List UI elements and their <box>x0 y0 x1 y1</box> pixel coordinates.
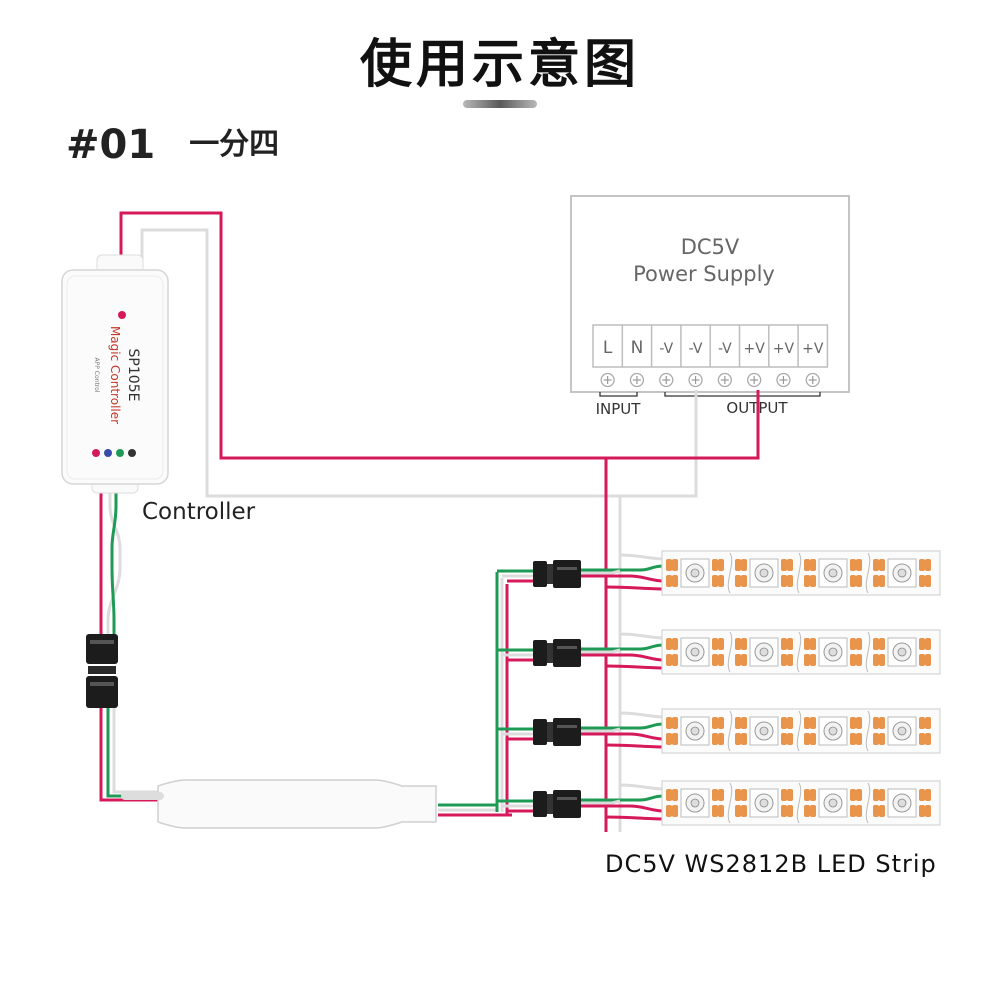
splitter <box>121 779 437 829</box>
led-chip <box>804 637 862 667</box>
terminal-screw <box>629 372 645 388</box>
led-chip <box>735 716 793 746</box>
controller-name: Magic Controller <box>108 326 122 424</box>
section-number: #01 <box>66 122 156 168</box>
terminal-screw <box>776 372 791 388</box>
jst-connector <box>533 639 581 667</box>
led-chip <box>666 637 724 667</box>
led-chip <box>873 558 931 588</box>
jst-connector <box>533 790 581 818</box>
terminal-screw <box>600 372 615 388</box>
led-strip <box>661 550 941 596</box>
led-chip <box>804 716 862 746</box>
led-strip <box>661 629 941 675</box>
page-title: 使用示意图 <box>359 35 640 95</box>
terminal-label: -V <box>659 341 673 357</box>
led-chip <box>666 558 724 588</box>
branch-group <box>497 550 941 826</box>
led-chip <box>735 558 793 588</box>
terminal-screw <box>747 372 762 388</box>
led-chip <box>873 637 931 667</box>
led-chip <box>666 716 724 746</box>
led-chip <box>873 716 931 746</box>
led-branch <box>497 629 941 675</box>
terminal-screw <box>717 372 732 388</box>
title-underline <box>463 100 537 108</box>
controller-device: SP105E Magic Controller APP Control <box>61 254 169 494</box>
section-name: 一分四 <box>189 127 280 162</box>
led-strip <box>661 708 941 754</box>
controller-model: SP105E <box>125 349 141 402</box>
led-chip <box>804 558 862 588</box>
terminal-screw <box>659 372 674 388</box>
terminal-label: +V <box>802 341 824 357</box>
led-chip <box>873 788 931 818</box>
inline-connector <box>86 634 118 708</box>
controller-small-text: APP Control <box>93 358 100 393</box>
terminal-label: -V <box>689 341 703 357</box>
terminal-screw <box>805 372 820 388</box>
terminal-screw <box>688 372 703 388</box>
led-branch <box>497 550 941 596</box>
power-supply-voltage: DC5V <box>681 235 740 259</box>
strip-label: DC5V WS2812B LED Strip <box>605 850 937 878</box>
led-chip <box>666 788 724 818</box>
section-heading: #01 一分四 <box>66 122 279 168</box>
led-chip <box>735 637 793 667</box>
led-branch <box>497 708 941 754</box>
led-strip <box>661 780 941 826</box>
terminal-label: N <box>631 338 644 358</box>
terminal-label: -V <box>718 341 732 357</box>
terminal-label: L <box>603 338 613 358</box>
led-chip <box>735 788 793 818</box>
led-branch <box>497 780 941 826</box>
input-label: INPUT <box>596 400 642 418</box>
terminal-label: +V <box>773 341 795 357</box>
terminal-label: +V <box>743 341 765 357</box>
controller-label: Controller <box>142 499 256 525</box>
jst-connector <box>533 560 581 588</box>
led-chip <box>804 788 862 818</box>
jst-connector <box>533 718 581 746</box>
power-supply-name: Power Supply <box>633 262 775 286</box>
